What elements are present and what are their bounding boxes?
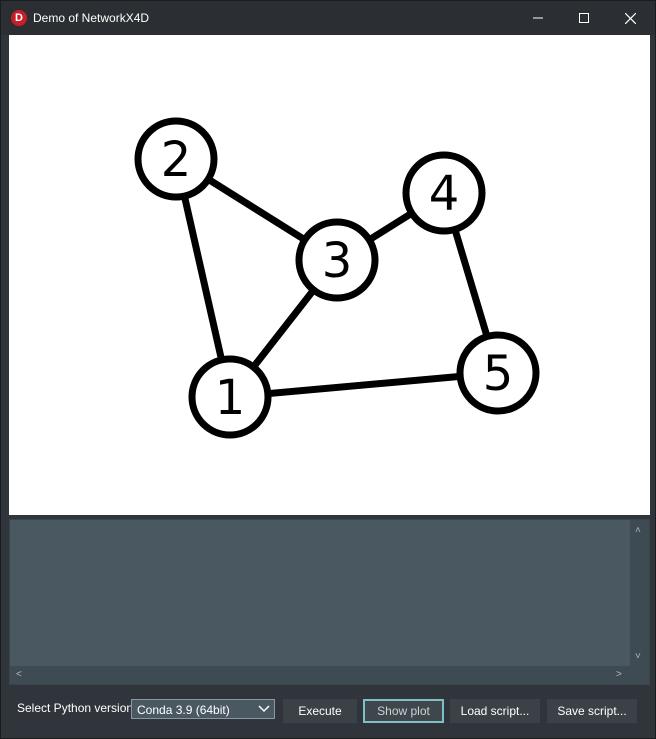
network-graph: 1 2 3 4 5 — [134, 117, 540, 439]
close-icon — [624, 12, 636, 24]
app-logo-icon: D — [11, 10, 27, 26]
chevron-down-icon — [258, 705, 270, 713]
python-version-label: Select Python version : — [17, 701, 140, 715]
execute-button[interactable]: Execute — [283, 699, 357, 723]
graph-node-label-3: 3 — [322, 233, 353, 289]
scroll-down-icon[interactable]: ˅ — [635, 651, 641, 662]
scroll-left-icon[interactable]: ˂ — [16, 669, 22, 680]
graph-node-5 — [456, 331, 540, 415]
graph-node-1 — [188, 355, 272, 439]
console-output-text — [16, 526, 626, 666]
plot-canvas: 1 2 3 4 5 — [9, 35, 650, 515]
horizontal-scrollbar[interactable]: ˂ ˃ — [10, 666, 630, 684]
scroll-right-icon[interactable]: ˃ — [616, 669, 622, 680]
scroll-corner — [630, 666, 649, 684]
minimize-button[interactable] — [515, 1, 561, 35]
vertical-scrollbar[interactable]: ˄ ˅ — [630, 520, 649, 666]
window-title: Demo of NetworkX4D — [33, 11, 150, 25]
minimize-icon — [533, 17, 543, 19]
maximize-icon — [579, 13, 589, 23]
close-button[interactable] — [607, 1, 653, 35]
python-version-select[interactable]: Conda 3.9 (64bit) — [131, 699, 275, 719]
maximize-button[interactable] — [561, 1, 607, 35]
graph-node-label-1: 1 — [215, 370, 246, 426]
title-bar[interactable]: D Demo of NetworkX4D — [1, 1, 655, 35]
python-version-value: Conda 3.9 (64bit) — [137, 703, 230, 717]
control-bar: Select Python version : Conda 3.9 (64bit… — [1, 691, 655, 738]
show-plot-button[interactable]: Show plot — [363, 699, 444, 723]
output-console[interactable]: ˄ ˅ ˂ ˃ — [9, 519, 650, 685]
graph-node-label-5: 5 — [483, 346, 514, 402]
scroll-up-icon[interactable]: ˄ — [635, 525, 641, 536]
graph-node-3 — [295, 218, 379, 302]
save-script-button[interactable]: Save script... — [547, 699, 637, 723]
graph-node-4 — [402, 151, 486, 235]
load-script-button[interactable]: Load script... — [450, 699, 540, 723]
graph-node-label-2: 2 — [161, 132, 192, 188]
graph-node-2 — [134, 117, 218, 201]
graph-edge-1-5 — [229, 369, 499, 401]
graph-node-label-4: 4 — [429, 166, 460, 222]
